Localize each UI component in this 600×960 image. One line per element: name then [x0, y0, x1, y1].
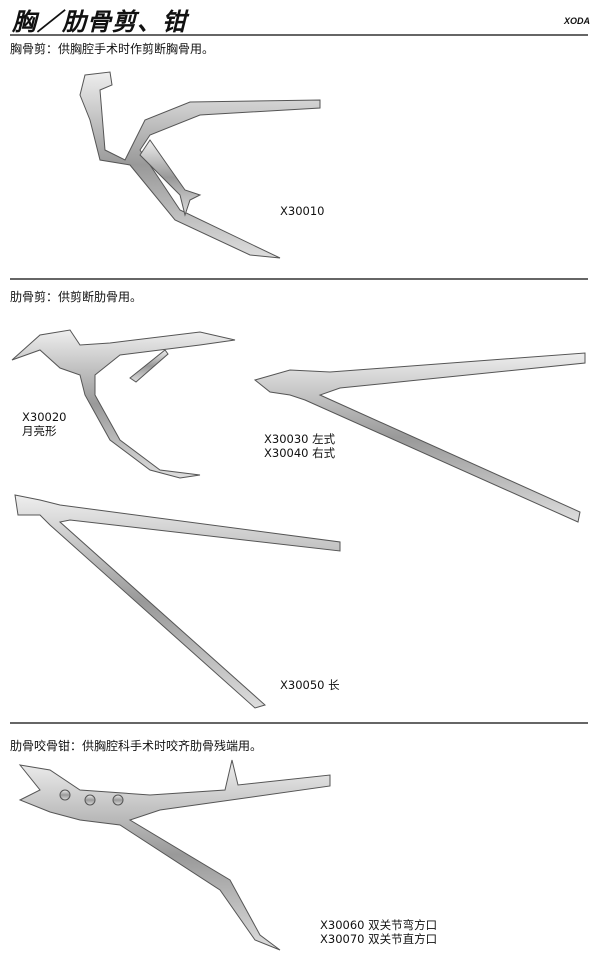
product-code: X30030 [264, 432, 309, 446]
product-code: X30020 [22, 410, 67, 424]
product-code: X30060 [320, 918, 365, 932]
product-entry: X30050 长 [280, 678, 340, 692]
sternum-shears-image [79, 71, 321, 259]
divider [10, 722, 588, 724]
divider [10, 278, 588, 280]
product-entry: X30060 双关节弯方口 X30070 双关节直方口 [320, 918, 437, 946]
product-code: X30050 [280, 678, 325, 692]
product-code: X30040 [264, 446, 309, 460]
brand-logo: XODA [563, 16, 590, 26]
product-note: 月亮形 [22, 424, 57, 438]
product-note: 双关节弯方口 [368, 918, 438, 932]
product-note: 双关节直方口 [368, 932, 438, 946]
product-code: X30010 [280, 204, 325, 218]
product-entry: X30030 左式 X30040 右式 [264, 432, 335, 460]
product-entry: X30020 月亮形 [22, 410, 66, 438]
rib-shears-crescent-image [11, 329, 236, 479]
rib-shears-long-image [14, 494, 341, 709]
product-code: X30070 [320, 932, 365, 946]
section-description: 肋骨剪：供剪断肋骨用。 [10, 290, 143, 304]
page-title: 胸／肋骨剪、钳 [12, 8, 187, 36]
rib-shears-left-right-image [253, 352, 586, 523]
section-description: 胸骨剪：供胸腔手术时作剪断胸骨用。 [10, 42, 215, 56]
product-note: 右式 [312, 446, 336, 460]
divider [10, 34, 588, 36]
product-note: 长 [328, 678, 340, 692]
rib-rongeur-image [18, 759, 331, 951]
section-description: 肋骨咬骨钳：供胸腔科手术时咬齐肋骨残端用。 [10, 739, 263, 753]
product-note: 左式 [312, 432, 336, 446]
